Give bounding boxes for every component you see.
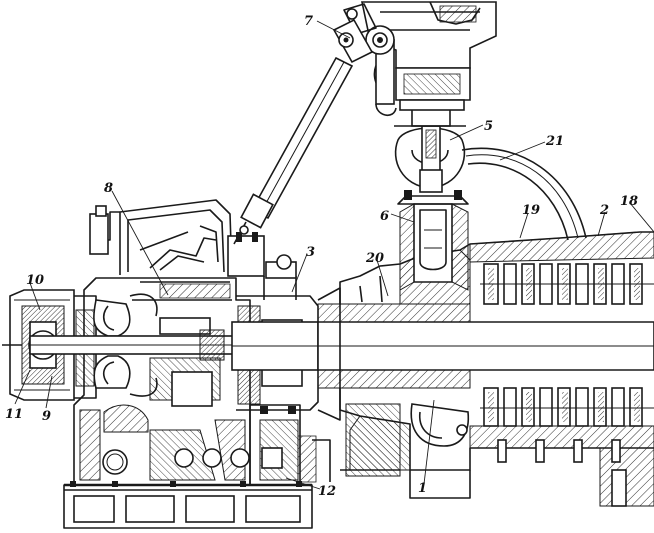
steam-inlet: [394, 94, 469, 291]
mid-pedestal: [297, 287, 401, 483]
hp-blade-rows-lower: [480, 387, 654, 463]
control-gear-upper: [89, 199, 265, 301]
steam-pipe: [461, 147, 587, 241]
foundation-frame: [63, 481, 313, 529]
lower-steam-chamber: [410, 403, 470, 447]
callout-2: 2: [599, 203, 609, 218]
callout-20: 20: [365, 251, 384, 266]
oil-pump-impeller: [93, 293, 158, 397]
callout-19: 19: [522, 203, 540, 218]
callout-11: 11: [5, 407, 23, 422]
callout-6: 6: [380, 209, 389, 224]
callout-1: 1: [418, 481, 427, 496]
hp-blade-rows-upper: [480, 263, 654, 305]
callout-9: 9: [42, 409, 51, 424]
callout-labels: 7 5 21 6 8 3 20 19 2 18 10 11 9 12 1: [5, 14, 638, 499]
callout-18: 18: [620, 194, 638, 209]
lever-linkage: [332, 3, 395, 64]
callout-5: 5: [484, 119, 493, 134]
front-shaft: [29, 317, 241, 407]
callout-10: 10: [26, 273, 44, 288]
servomotor: [361, 1, 497, 116]
thrust-bearing: [231, 254, 319, 414]
leader-lines: [14, 20, 654, 490]
callout-7: 7: [304, 14, 313, 29]
main-rotor-shaft: [317, 303, 654, 389]
callout-21: 21: [545, 134, 564, 149]
callout-8: 8: [104, 181, 113, 196]
connecting-rod: [233, 56, 354, 245]
callout-12: 12: [318, 484, 336, 499]
callout-3: 3: [306, 245, 315, 260]
